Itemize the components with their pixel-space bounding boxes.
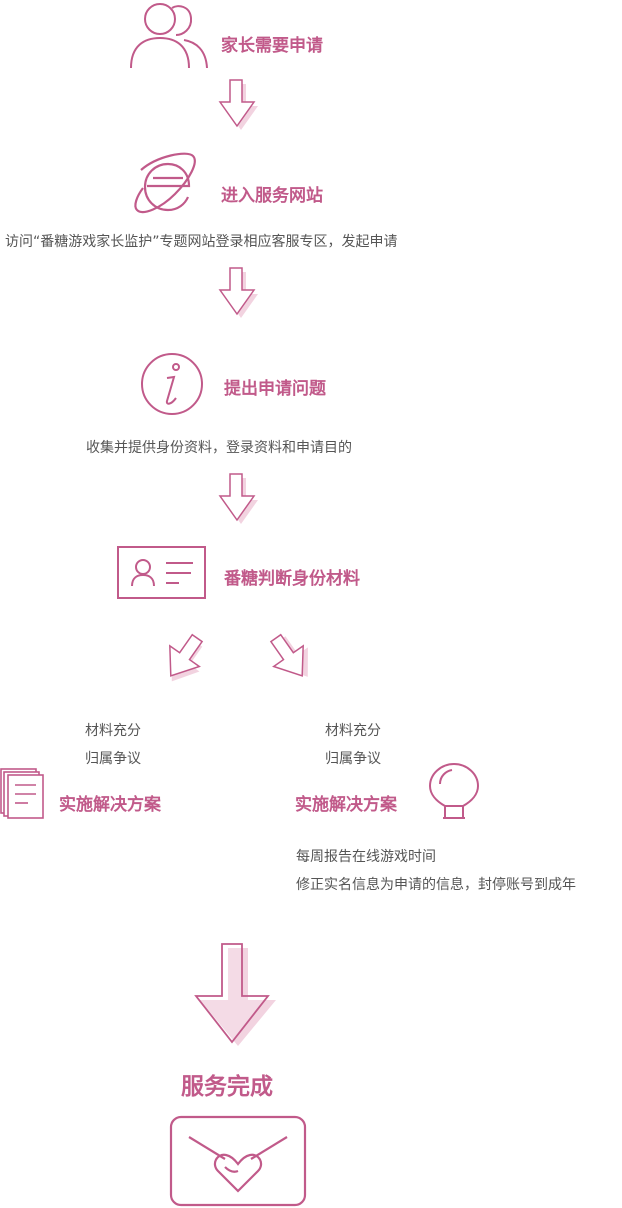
step-title-website: 进入服务网站 <box>221 186 323 206</box>
step-desc-website: 访问“番糖游戏家长监护”专题网站登录相应客服专区，发起申请 <box>5 234 398 250</box>
ie-browser-icon <box>134 152 196 214</box>
down-right-arrow-icon <box>269 633 308 677</box>
right-condition-1: 材料充分 <box>325 723 381 739</box>
step-desc-question: 收集并提供身份资料，登录资料和申请目的 <box>86 440 352 456</box>
final-title: 服务完成 <box>181 1074 273 1100</box>
right-condition-2: 归属争议 <box>325 751 381 767</box>
big-down-arrow-icon <box>194 943 276 1046</box>
right-action-2: 修正实名信息为申请的信息，封停账号到成年 <box>296 877 576 893</box>
documents-icon <box>0 768 44 819</box>
right-action-1: 每周报告在线游戏时间 <box>296 849 436 865</box>
info-icon <box>141 353 203 415</box>
down-arrow-icon <box>218 473 258 524</box>
right-branch-title: 实施解决方案 <box>295 795 397 815</box>
down-left-arrow-icon <box>169 633 204 682</box>
step-title-apply: 家长需要申请 <box>221 36 323 56</box>
id-card-icon <box>117 546 206 599</box>
heart-envelope-icon <box>169 1115 307 1207</box>
people-icon <box>130 3 208 69</box>
left-branch-title: 实施解决方案 <box>59 795 161 815</box>
step-title-judge: 番糖判断身份材料 <box>224 569 360 589</box>
lightbulb-icon <box>428 762 480 819</box>
step-title-question: 提出申请问题 <box>224 379 326 399</box>
left-condition-2: 归属争议 <box>85 751 141 767</box>
down-arrow-icon <box>218 267 258 318</box>
down-arrow-icon <box>218 79 258 130</box>
left-condition-1: 材料充分 <box>85 723 141 739</box>
